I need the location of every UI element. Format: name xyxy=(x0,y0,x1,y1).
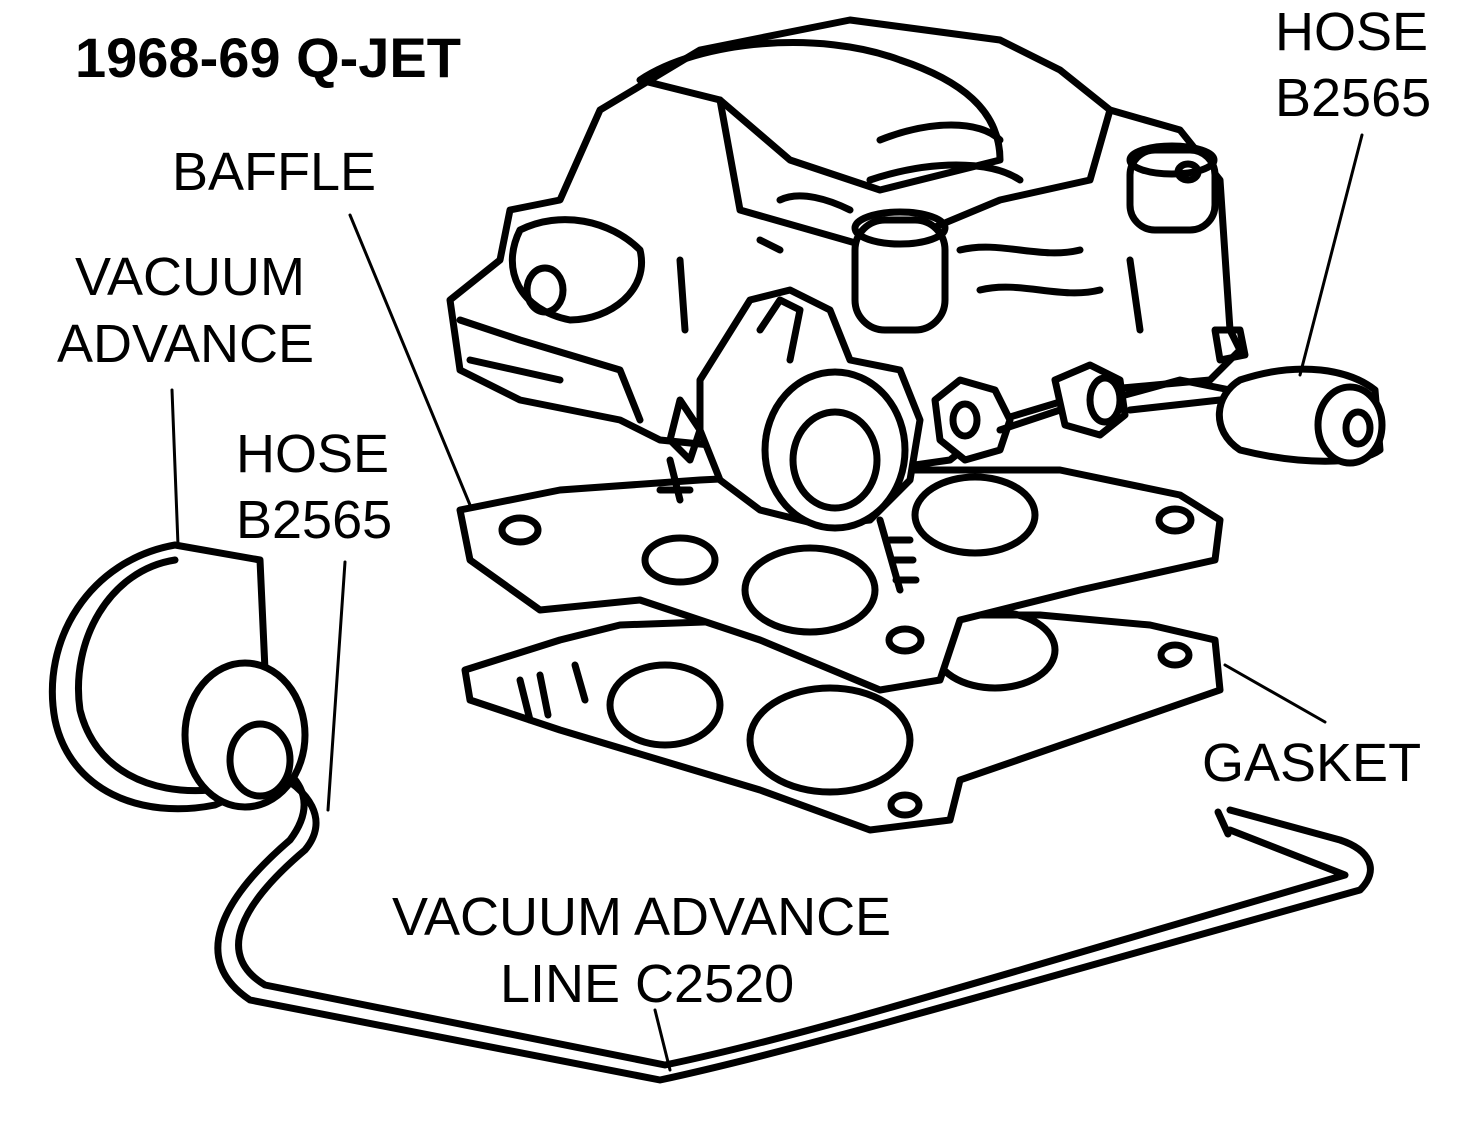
leader-vacuum-advance xyxy=(170,388,180,547)
label-hose-left-line2: B2565 xyxy=(236,490,393,550)
label-baffle: BAFFLE xyxy=(172,142,377,202)
label-hose-left-line1: HOSE xyxy=(236,424,390,484)
leader-gasket xyxy=(1223,663,1327,724)
label-vacuum-advance-line1: VACUUM xyxy=(75,247,306,307)
leader-hose-right xyxy=(1298,133,1364,377)
label-line-line1: VACUUM ADVANCE xyxy=(392,887,892,947)
leader-baffle xyxy=(348,213,472,507)
label-line-line2: LINE C2520 xyxy=(500,954,795,1014)
diagram-title: 1968-69 Q-JET xyxy=(75,26,461,89)
vacuum-advance-canister xyxy=(48,541,309,813)
choke-assembly xyxy=(656,286,924,532)
leader-hose-left xyxy=(326,560,347,812)
leader-line xyxy=(653,1008,672,1072)
label-hose-right-line2: B2565 xyxy=(1275,68,1432,128)
fittings xyxy=(931,326,1249,464)
label-hose-right-line1: HOSE xyxy=(1275,2,1429,62)
label-vacuum-advance-line2: ADVANCE xyxy=(57,314,315,374)
vacuum-advance-line xyxy=(214,746,1374,1084)
label-gasket: GASKET xyxy=(1202,733,1422,793)
right-hose xyxy=(1215,365,1386,467)
